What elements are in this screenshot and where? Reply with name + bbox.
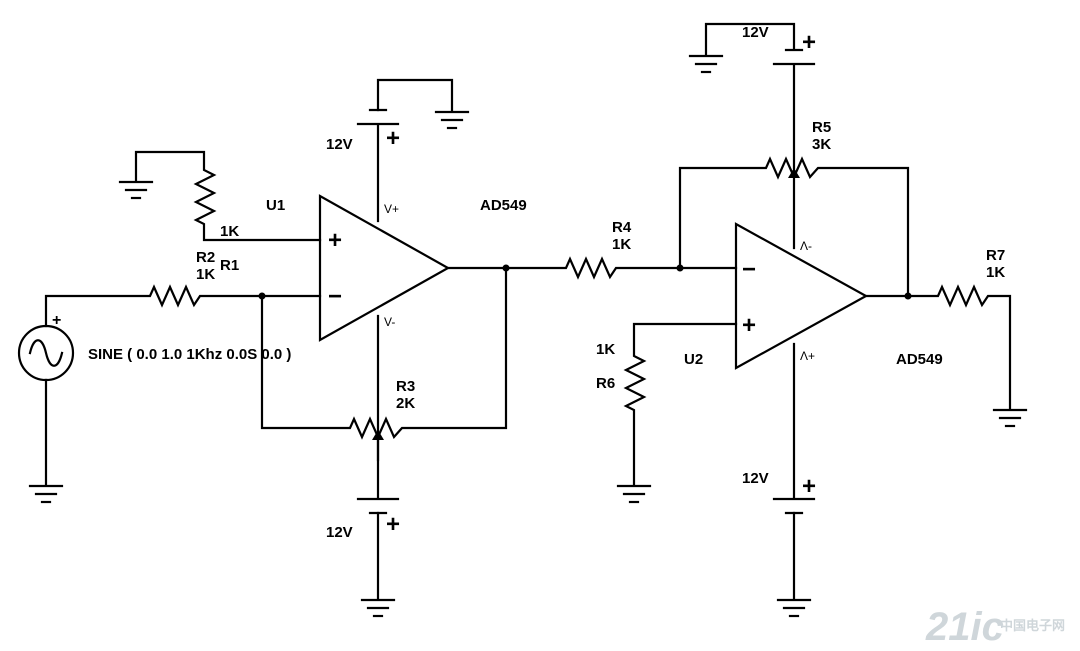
potentiometer-r3 (260, 266, 508, 462)
battery-plus-sign: + (386, 511, 400, 538)
resistor-r1 (44, 284, 322, 328)
r1-value: 1K (196, 266, 215, 283)
voltage-label-u2-top: 12V (742, 24, 769, 41)
battery-u2-bottom: + (772, 342, 816, 600)
wire (704, 22, 796, 56)
resistor-r4 (446, 256, 738, 280)
ground-icon (360, 598, 396, 618)
battery-u1-top: + (356, 78, 454, 223)
opamp-u1-body (318, 194, 451, 342)
watermark: 21ic 中国电子网 (925, 605, 1065, 649)
resistor-r6 (623, 322, 738, 486)
battery-u2-top: + (704, 22, 816, 250)
r5-value: 3K (812, 136, 831, 153)
opamp-u2-body (734, 222, 869, 370)
opamp-u2-plus-sign: + (742, 312, 756, 339)
r7-name: R7 (986, 247, 1005, 264)
opamp-u1: + − V+ V- (318, 194, 451, 342)
wire (623, 322, 738, 486)
source-label: SINE ( 0.0 1.0 1Khz 0.0S 0.0 ) (88, 346, 291, 363)
r4-name: R4 (612, 219, 632, 236)
battery-plus-sign: + (802, 29, 816, 56)
r3-name: R3 (396, 378, 415, 395)
watermark-brand: 21ic (925, 605, 1004, 649)
wiper-arrow (788, 168, 800, 178)
junction-dot (258, 292, 266, 300)
potentiometer-r5 (678, 156, 910, 298)
wire (678, 156, 910, 298)
u1-part-label: AD549 (480, 197, 527, 214)
r1-name: R1 (220, 257, 239, 274)
wire (446, 256, 738, 280)
r2-name: R2 (196, 249, 215, 266)
opamp-u2: − + Λ- Λ+ (734, 222, 869, 370)
ground-icon (118, 180, 154, 200)
ground-icon (688, 54, 724, 74)
ground-icon (434, 110, 470, 130)
battery-u1-bottom: + (356, 314, 400, 600)
battery-plus-sign: + (802, 473, 816, 500)
ground-icon (776, 598, 812, 618)
junction-dot (502, 264, 510, 272)
sine-wave-icon (28, 339, 64, 367)
r6-name: R6 (596, 375, 615, 392)
u2-part-label: AD549 (896, 351, 943, 368)
wire (864, 284, 1012, 410)
r4-value: 1K (612, 236, 631, 253)
voltage-label-u1-top: 12V (326, 136, 353, 153)
watermark-cn: 中国电子网 (1000, 618, 1065, 633)
r3-value: 2K (396, 395, 415, 412)
opamp-u2-minus-sign: − (742, 256, 756, 283)
wire (44, 284, 322, 328)
r7-value: 1K (986, 264, 1005, 281)
junction-dot (676, 264, 684, 272)
sine-source: + (17, 312, 75, 486)
opamp-u2-vplus-pin: Λ+ (800, 349, 815, 363)
u1-label: U1 (266, 197, 285, 214)
wire (260, 266, 508, 440)
junction-dot (904, 292, 912, 300)
opamp-u1-minus-sign: − (328, 283, 342, 310)
opamp-u1-vplus-pin: V+ (384, 202, 399, 216)
opamp-u1-plus-sign: + (328, 227, 342, 254)
wire (134, 150, 322, 242)
resistor-r2 (134, 150, 322, 242)
ground-icon (28, 484, 64, 504)
opamp-u1-vminus-pin: V- (384, 315, 395, 329)
source-plus-sign: + (52, 312, 61, 329)
r6-value: 1K (596, 341, 615, 358)
voltage-label-u1-bottom: 12V (326, 524, 353, 541)
r2-value-top: 1K (220, 223, 239, 240)
ground-icon (616, 484, 652, 504)
u2-label: U2 (684, 351, 703, 368)
resistor-r7 (864, 284, 1012, 410)
opamp-u2-vminus-pin: Λ- (800, 239, 812, 253)
wiper-arrow (372, 430, 384, 440)
r5-name: R5 (812, 119, 831, 136)
voltage-label-u2-bottom: 12V (742, 470, 769, 487)
ground-icon (992, 408, 1028, 428)
wire (376, 78, 454, 112)
battery-plus-sign: + (386, 125, 400, 152)
